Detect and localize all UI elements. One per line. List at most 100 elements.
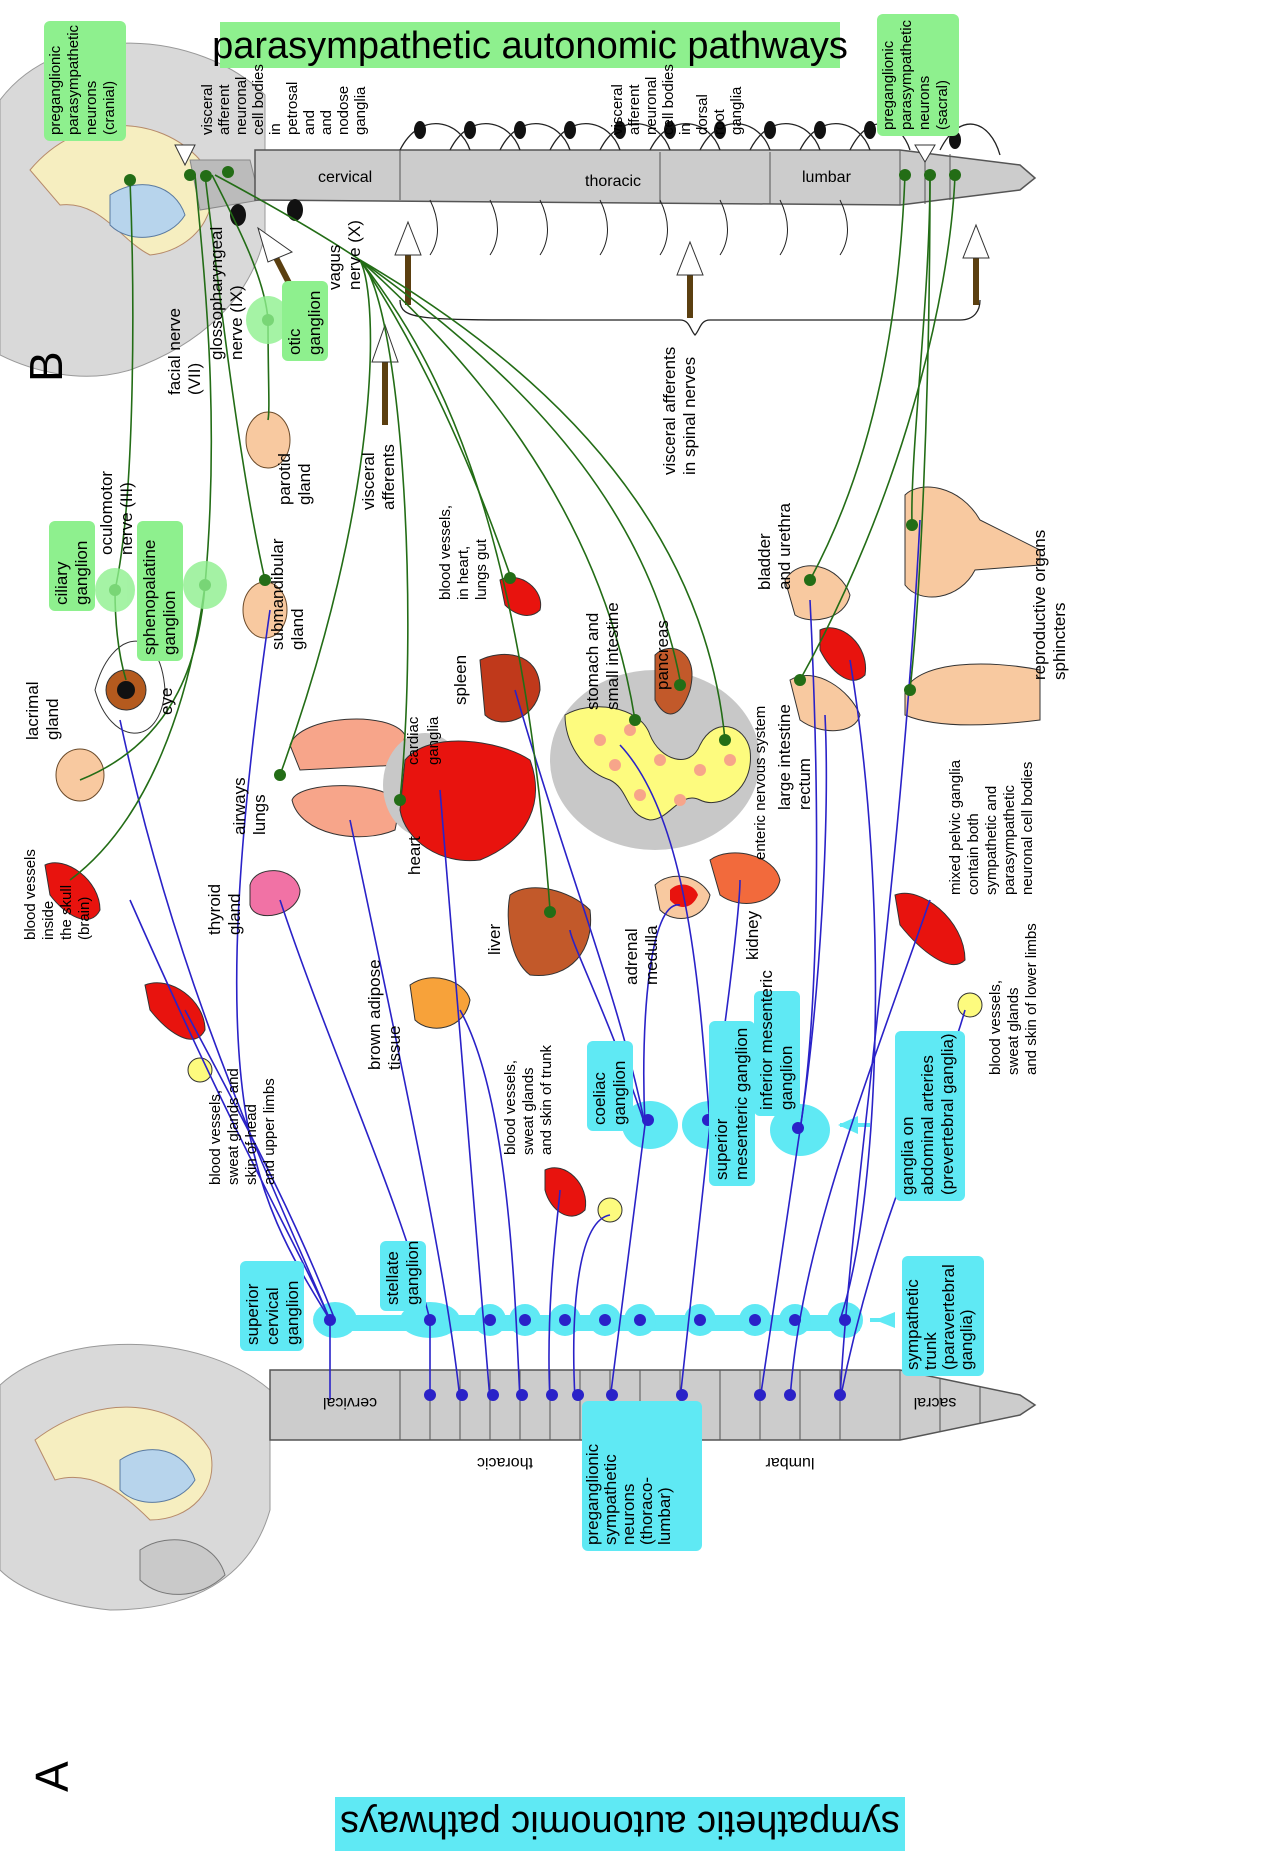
label-visceral-afferents-line: visceral bbox=[359, 452, 378, 510]
vessel-trunk bbox=[545, 1168, 586, 1216]
afferent-arrow-spinal-2 bbox=[677, 242, 703, 318]
label-visceral-petrosal-line: visceral bbox=[199, 84, 216, 135]
label-adrenal-line: adrenal bbox=[622, 928, 641, 985]
label-bv-head-line: skin of head bbox=[243, 1104, 260, 1185]
label-ciliary-line: ciliary bbox=[52, 561, 71, 605]
label-stomach-line: stomach and bbox=[583, 613, 602, 710]
afferent-arrow-spinal-3 bbox=[963, 225, 989, 305]
label-mixed-pelvic-line: neuronal cell bodies bbox=[1019, 762, 1036, 895]
label-enteric: enteric nervous system bbox=[752, 706, 769, 860]
label-pancreas-line: pancreas bbox=[653, 620, 672, 690]
label-coeliac-line: coeliac bbox=[590, 1072, 609, 1125]
label-reproductive-line: sphincters bbox=[1050, 603, 1069, 680]
label-inferior-mes-line: inferior mesenteric bbox=[757, 970, 776, 1110]
label-visceral-drg-line: dorsal bbox=[694, 94, 711, 135]
label-sym-trunk-line: (paravertebral bbox=[939, 1264, 958, 1370]
label-visceral-drg: visceralafferentneuronalcell bodiesindor… bbox=[609, 64, 745, 135]
label-pre-para-cranial-line: neurons bbox=[83, 81, 100, 135]
label-mixed-pelvic-line: contain both bbox=[965, 813, 982, 895]
label-visceral-petrosal-line: afferent bbox=[216, 84, 233, 135]
label-cardiac-line: ganglia bbox=[425, 716, 442, 765]
label-abdominal-line: (prevertebral ganglia) bbox=[938, 1033, 957, 1195]
label-sphenopalatine-line: sphenopalatine bbox=[140, 540, 159, 655]
label-airways-line: lungs bbox=[250, 794, 269, 835]
label-glossopharyngeal-line: nerve (IX) bbox=[227, 285, 246, 360]
label-visceral-drg-line: afferent bbox=[626, 84, 643, 135]
label-bv-trunk-line: and skin of trunk bbox=[538, 1044, 555, 1155]
label-brown-adipose-line: tissue bbox=[385, 1026, 404, 1070]
label-otic-line: otic bbox=[285, 328, 304, 355]
label-large-intestine-line: large intestine bbox=[775, 704, 794, 810]
label-airways-line: airways bbox=[230, 777, 249, 835]
label-mixed-pelvic-line: parasympathetic bbox=[1001, 784, 1018, 895]
label-lacrimal-line: gland bbox=[43, 698, 62, 740]
label-brown-adipose: brown adiposetissue bbox=[365, 959, 404, 1070]
brown-adipose-organ bbox=[410, 978, 470, 1028]
label-glossopharyngeal-line: glossopharyngeal bbox=[207, 227, 226, 360]
label-bv-heart-line: lungs gut bbox=[473, 538, 490, 600]
label-bv-lower: blood vessels,sweat glandsand skin of lo… bbox=[987, 923, 1040, 1075]
label-sphenopalatine-line: ganglion bbox=[160, 591, 179, 655]
sym-cord-thoracic: thoracic bbox=[477, 1454, 533, 1471]
label-vagus-line: vagus bbox=[325, 245, 344, 290]
label-bv-brain-line: (brain) bbox=[76, 897, 93, 940]
label-pre-para-sacral-line: preganglionic bbox=[880, 40, 897, 130]
label-bladder-line: bladder bbox=[755, 533, 774, 590]
label-bv-lower-line: blood vessels, bbox=[987, 980, 1004, 1075]
label-bv-trunk-line: blood vessels, bbox=[502, 1060, 519, 1155]
brain-illustration-bottom bbox=[0, 1344, 270, 1610]
label-cardiac-line: cardiac bbox=[405, 716, 422, 765]
lacrimal-gland-organ bbox=[56, 749, 104, 801]
label-facial-nerve-line: facial nerve bbox=[165, 308, 184, 395]
label-sym-trunk-line: trunk bbox=[921, 1332, 940, 1370]
label-coeliac: coeliacganglion bbox=[587, 1041, 633, 1131]
label-bv-lower-line: and skin of lower limbs bbox=[1023, 923, 1040, 1075]
label-superior-cervical-line: superior bbox=[243, 1283, 262, 1345]
label-bv-brain-line: the skull bbox=[58, 885, 75, 940]
label-visceral-drg-line: visceral bbox=[609, 84, 626, 135]
vessel-lower bbox=[895, 893, 965, 964]
sphincters-organ bbox=[905, 664, 1040, 725]
spleen-organ bbox=[480, 654, 540, 721]
label-liver: liver bbox=[485, 923, 504, 955]
label-submandibular-line: gland bbox=[288, 608, 307, 650]
label-thyroid-line: thyroid bbox=[205, 884, 224, 935]
label-bv-lower-line: sweat glands bbox=[1005, 987, 1022, 1075]
label-bladder-line: and urethra bbox=[775, 503, 794, 590]
sym-cord-lumbar: lumbar bbox=[765, 1454, 815, 1471]
label-bv-heart-line: blood vessels, bbox=[437, 505, 454, 600]
label-oculomotor-line: nerve (III) bbox=[117, 482, 136, 555]
label-oculomotor-line: oculomotor bbox=[97, 471, 116, 555]
sym-cord-cervical: cervical bbox=[323, 1394, 377, 1411]
bladder-organ bbox=[785, 566, 850, 620]
label-bv-heart: blood vessels,in heart,lungs gut bbox=[437, 505, 490, 600]
para-cord-lumbar: lumbar bbox=[802, 169, 852, 186]
label-stellate-line: stellate bbox=[383, 1251, 402, 1305]
label-visceral-afferents-spinal-line: visceral afferents bbox=[660, 347, 679, 475]
label-visceral-drg-line: ganglia bbox=[728, 86, 745, 135]
sym-title: sympathetic autonomic pathways bbox=[340, 1803, 900, 1845]
label-pre-para-cranial-line: preganglionic bbox=[47, 45, 64, 135]
label-visceral-drg-line: cell bodies bbox=[660, 64, 677, 135]
label-heart-line: heart bbox=[405, 836, 424, 875]
panel-label-b: B bbox=[20, 351, 72, 382]
label-visceral-drg-line: neuronal bbox=[643, 77, 660, 135]
label-otic: oticganglion bbox=[282, 281, 328, 361]
label-bv-head-line: sweat glands and bbox=[225, 1068, 242, 1185]
label-stomach-line: small intestine bbox=[603, 602, 622, 710]
label-inferior-mes-line: ganglion bbox=[777, 1046, 796, 1110]
label-superior-cervical-line: cervical bbox=[263, 1287, 282, 1345]
sweat-gland-lower bbox=[958, 993, 982, 1017]
label-mixed-pelvic-line: sympathetic and bbox=[983, 786, 1000, 895]
label-facial-nerve-line: (VII) bbox=[185, 363, 204, 395]
label-visceral-petrosal-line: and bbox=[301, 110, 318, 135]
label-brown-adipose-line: brown adipose bbox=[365, 959, 384, 1070]
